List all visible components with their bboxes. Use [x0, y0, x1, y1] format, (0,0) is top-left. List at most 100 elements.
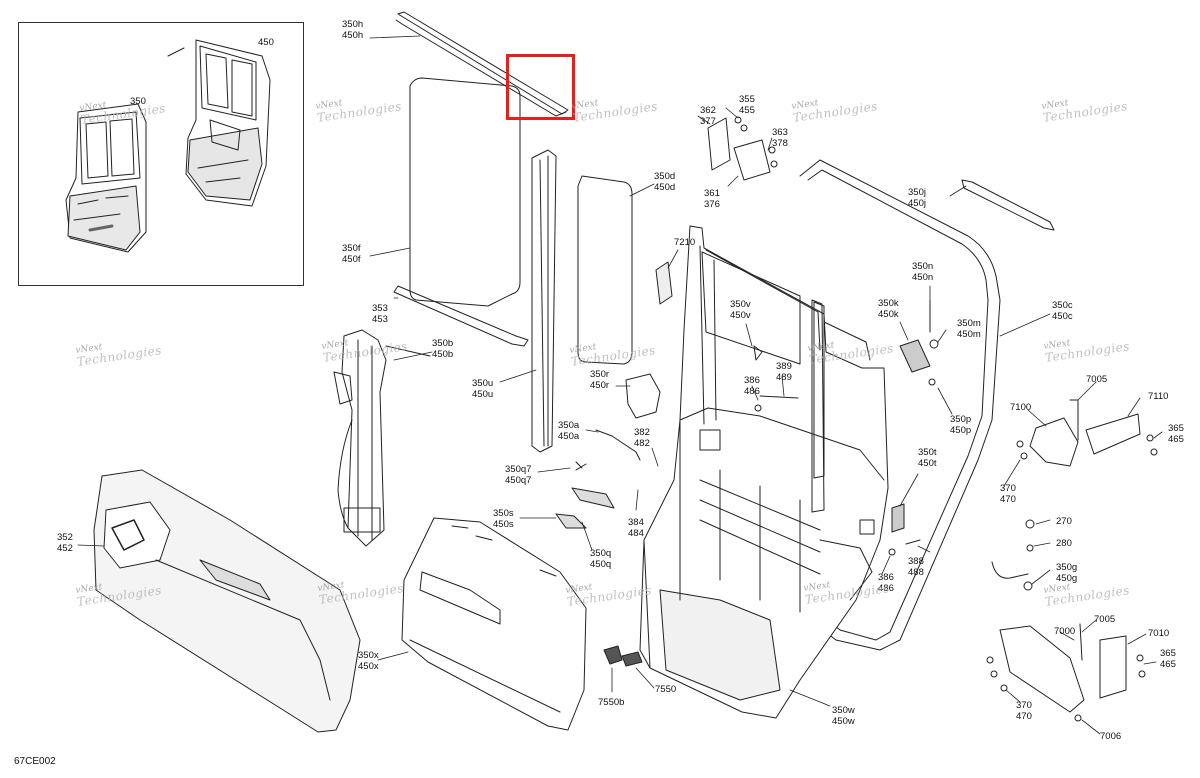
callout-line: 450q7	[505, 475, 532, 486]
callout-line: 486	[878, 583, 894, 594]
upper-right-hinge-7100	[1016, 399, 1158, 467]
callout-line: 450s	[493, 519, 514, 530]
callout-line: 7006	[1100, 731, 1122, 742]
latch-350r	[625, 373, 661, 419]
interior-trim-panel-352	[93, 469, 361, 733]
callout-line: 7005	[1086, 374, 1108, 385]
vertical-channel-350u	[531, 149, 557, 453]
callout-line: 386	[744, 375, 760, 386]
callout-line: 7100	[1010, 402, 1032, 413]
callout-line: 453	[372, 314, 388, 325]
callout-line: 280	[1056, 538, 1072, 549]
callout-line: 350p	[950, 414, 972, 425]
exterior-door-panel-350x	[401, 517, 587, 731]
inset-door-assembly-350	[65, 103, 147, 253]
callout-line: 370	[1016, 700, 1032, 711]
screw-388	[905, 539, 921, 545]
washer-270	[1025, 519, 1035, 529]
lower-seal-353	[393, 285, 529, 347]
callout-line: 350w	[832, 705, 855, 716]
callout-7005a: 7005	[1086, 374, 1107, 385]
callout-7010: 7010	[1148, 628, 1169, 639]
bolt-389	[759, 395, 799, 399]
callout-line: 350u	[472, 378, 494, 389]
callout-line: 450n	[912, 272, 934, 283]
callout-line: 450q	[590, 559, 612, 570]
callout-line: 489	[776, 372, 792, 383]
callout-line: 450k	[878, 309, 899, 320]
callout-line: 389	[776, 361, 792, 372]
callout-line: 350s	[493, 508, 514, 519]
callout-line: 355	[739, 94, 755, 105]
callout-line: 450m	[957, 329, 981, 340]
callout-line: 350q7	[505, 464, 532, 475]
callout-line: 488	[908, 567, 924, 578]
washer-386	[754, 404, 762, 412]
seal-350j	[961, 179, 1055, 231]
callout-line: 450u	[472, 389, 494, 400]
callout-line: 470	[1000, 494, 1016, 505]
callout-line: 455	[739, 105, 755, 116]
callout-line: 7550b	[598, 697, 625, 708]
bezel-350s	[555, 513, 587, 529]
key-lock-7550	[603, 645, 623, 665]
striker-350k	[899, 339, 931, 373]
clip-350v	[753, 345, 763, 361]
callout-line: 350n	[912, 261, 934, 272]
clip-350q7	[575, 461, 587, 471]
callout-line: 450d	[654, 182, 676, 193]
callout-7005b: 7005	[1094, 614, 1115, 625]
callout-line: 450x	[358, 661, 379, 672]
callout-line: 450t	[918, 458, 937, 469]
callout-line: 450a	[558, 431, 580, 442]
door-frame-350c	[799, 159, 1001, 651]
callout-7550: 7550	[655, 684, 676, 695]
callout-line: 352	[57, 532, 73, 543]
callout-7100: 7100	[1010, 402, 1031, 413]
callout-line: 450b	[432, 349, 454, 360]
callout-7110: 7110	[1148, 391, 1168, 402]
callout-line: 350r	[590, 369, 610, 380]
callout-line: 350a	[558, 420, 580, 431]
callout-line: 450g	[1056, 573, 1078, 584]
callout-line: 370	[1000, 483, 1016, 494]
callout-line: 7010	[1148, 628, 1170, 639]
callout-line: 350b	[432, 338, 454, 349]
rod-350a	[595, 429, 641, 461]
callout-line: 350f	[342, 243, 361, 254]
callout-line: 350d	[654, 171, 676, 182]
callout-7210: 7210	[674, 237, 695, 248]
callout-line: 365	[1168, 423, 1184, 434]
inset-label-450: 450	[258, 37, 274, 48]
bumper-350p	[928, 378, 936, 386]
callout-line: 7005	[1094, 614, 1116, 625]
handle-350q	[571, 487, 615, 509]
callout-line: 7110	[1148, 391, 1169, 402]
callout-line: 365	[1160, 648, 1176, 659]
callout-line: 450r	[590, 380, 610, 391]
callout-line: 465	[1160, 659, 1176, 670]
callout-270: 270	[1056, 516, 1072, 527]
